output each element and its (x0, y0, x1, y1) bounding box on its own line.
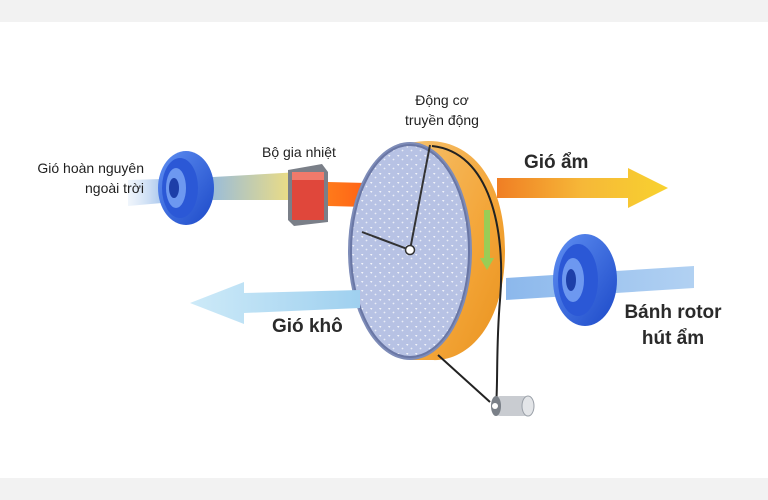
right-blower-fan-icon (553, 234, 617, 326)
rotor-label: Bánh rotor hút ẩm (620, 300, 726, 352)
inlet-stream (128, 172, 300, 206)
direction-arrow-icon (480, 210, 494, 270)
drive-motor-icon (491, 395, 535, 417)
top-strip (0, 0, 768, 22)
dry-air-label: Gió khô (272, 316, 343, 337)
bottom-strip (0, 478, 768, 500)
humid-air-arrow (497, 168, 668, 208)
drive-belt (431, 145, 503, 407)
humid-air-label: Gió ẩm (524, 152, 589, 173)
outside-air-label-line-1: Gió hoàn nguyên (37, 160, 144, 176)
outside-air-label-line-2: ngoài trời (85, 180, 144, 196)
heater-label: Bộ gia nhiệt (262, 144, 336, 160)
outside-air-label: Gió hoàn nguyên ngoài trời (18, 158, 144, 198)
heater-block-icon (288, 164, 328, 226)
rotor-label-line-1: Bánh rotor (624, 302, 722, 323)
rotor-wheel-icon (348, 140, 505, 361)
rotor-label-line-2: hút ẩm (641, 328, 705, 349)
dry-air-arrow (190, 282, 360, 324)
left-blower-fan-icon (158, 151, 214, 225)
motor-label-line-2: truyền động (405, 112, 479, 128)
motor-label-line-1: Động cơ (415, 92, 469, 108)
motor-label: Động cơ truyền động (392, 90, 492, 130)
